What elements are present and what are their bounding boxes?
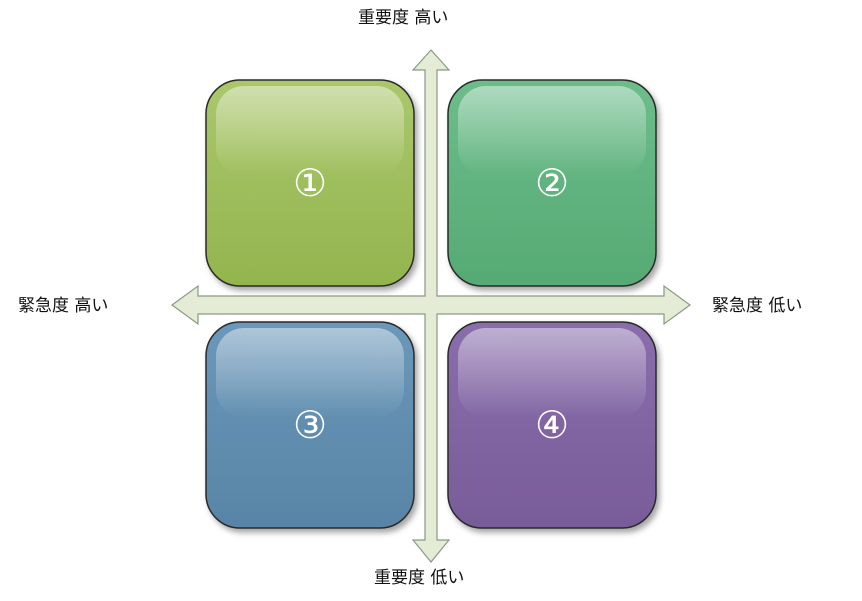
quadrant-1-label: ① — [293, 161, 327, 205]
axis-cross-arrow — [170, 49, 692, 563]
quadrant-2-label: ② — [535, 161, 569, 205]
quadrant-1: ① — [205, 79, 415, 287]
quadrant-3: ③ — [205, 321, 415, 529]
quadrant-3-label: ③ — [293, 403, 327, 447]
importance-low-label: 重要度 低い — [374, 568, 465, 588]
quadrant-4-label: ④ — [535, 403, 569, 447]
quadrant-2: ② — [447, 79, 657, 287]
urgency-low-label: 緊急度 低い — [712, 296, 803, 316]
urgency-high-label: 緊急度 高い — [18, 296, 109, 316]
quadrant-4: ④ — [447, 321, 657, 529]
importance-high-label: 重要度 高い — [358, 8, 449, 28]
